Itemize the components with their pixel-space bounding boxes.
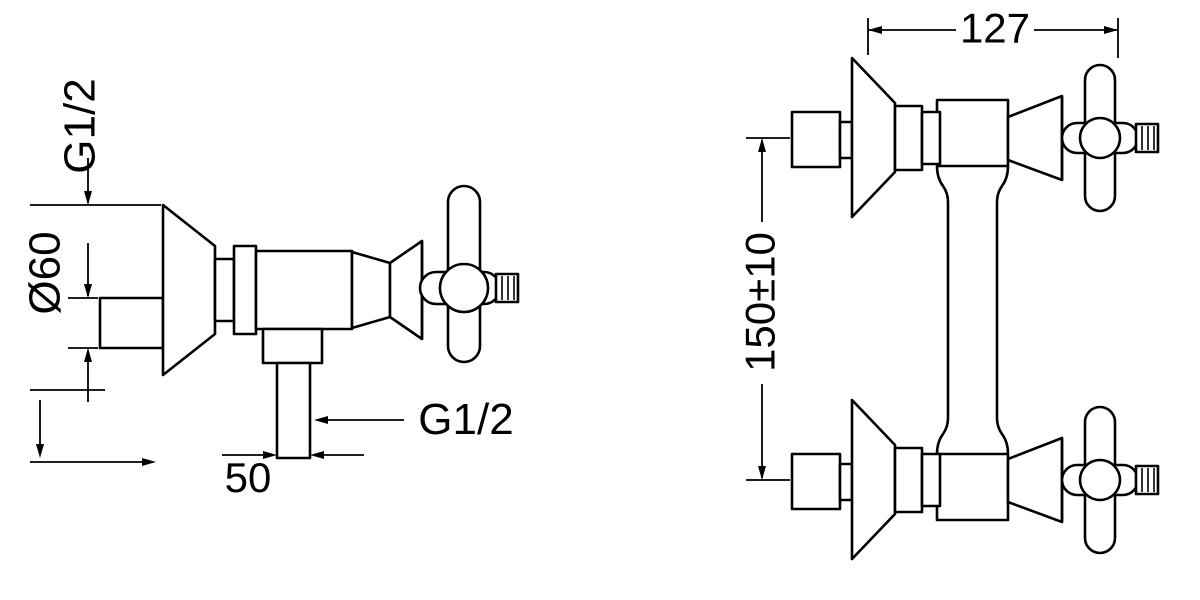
front-view-group: 127 150±10 — [737, 5, 1160, 561]
collar-nut — [232, 244, 258, 336]
wall-union-top — [790, 110, 842, 169]
collar-top — [893, 104, 924, 172]
escutcheon-cone-bottom — [850, 398, 897, 561]
escutcheon-cone-top — [850, 56, 897, 219]
wall-outlet-square — [98, 296, 165, 350]
dim-label-outlet-diameter: Ø60 — [21, 231, 70, 314]
dim-label-bottom-thread: G1/2 — [418, 395, 513, 444]
valve-body — [254, 249, 354, 331]
dim-outlet-diameter: Ø60 — [21, 231, 98, 402]
dim-label-center-distance: 150±10 — [737, 232, 784, 372]
dim-outlet-spacing: 50 — [222, 451, 364, 501]
wall-union-bottom — [790, 452, 842, 511]
outlet-pipe — [275, 361, 312, 460]
handle-hub-circle-top — [1078, 116, 1122, 160]
collar-small — [213, 257, 236, 323]
handle-bell — [388, 239, 424, 341]
top-unit — [790, 56, 1160, 219]
vertical-body — [935, 98, 1010, 522]
ring-bottom — [920, 452, 942, 508]
dim-top-thread: G1/2 — [30, 78, 161, 206]
bottom-unit — [790, 398, 1160, 561]
dim-label-overall-width: 127 — [960, 5, 1030, 52]
escutcheon-cone — [161, 203, 217, 377]
handle-bell-top — [1006, 94, 1064, 182]
dim-label-outlet-spacing: 50 — [225, 454, 272, 501]
dim-overall-width: 127 — [867, 5, 1119, 58]
dim-aux-bottom-left — [30, 389, 156, 466]
body-taper — [350, 250, 392, 330]
handle-bell-bottom — [1006, 436, 1064, 524]
handle-hub-circle-bottom — [1078, 458, 1122, 502]
dim-bottom-thread: G1/2 — [314, 395, 514, 444]
union-connector-top — [838, 120, 854, 160]
ring-top — [920, 110, 942, 166]
outlet-socket — [261, 327, 324, 365]
dim-label-top-thread: G1/2 — [56, 78, 105, 173]
union-connector-bottom — [838, 462, 854, 502]
collar-bottom — [893, 446, 924, 514]
dim-center-distance: 150±10 — [737, 137, 790, 481]
side-view-group: G1/2 Ø60 50 — [21, 78, 520, 501]
handle-hub-circle — [438, 262, 490, 314]
